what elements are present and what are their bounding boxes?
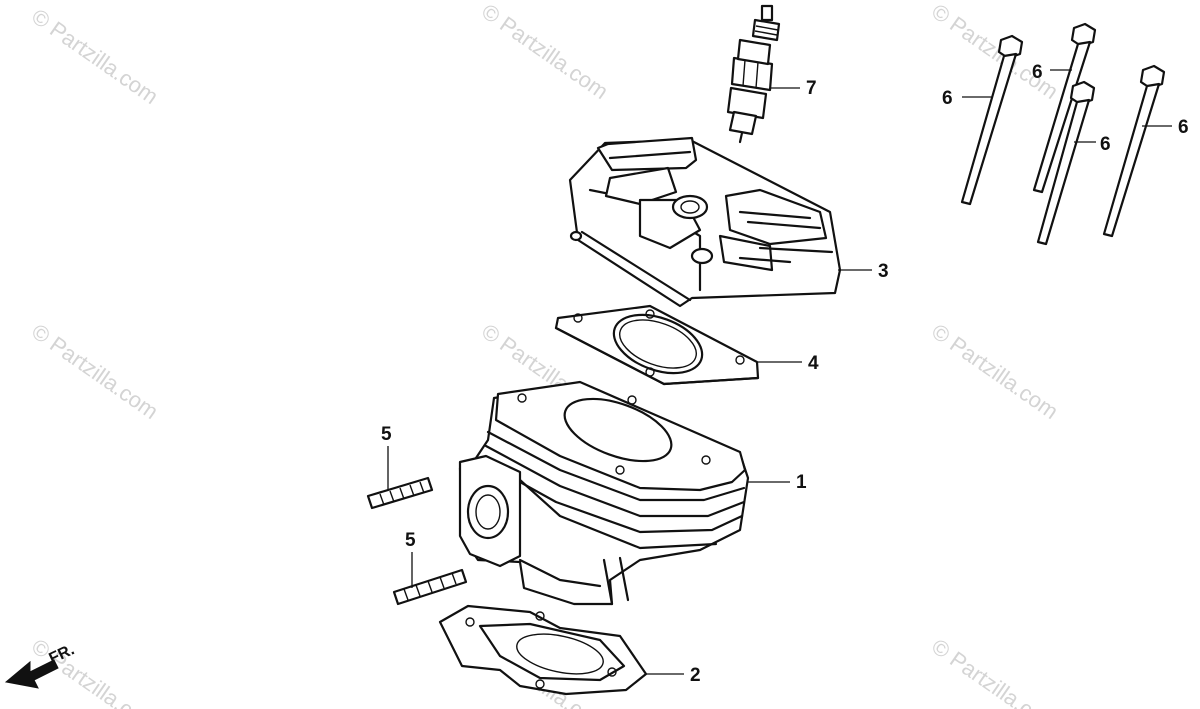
bolt-3[interactable] [1036,80,1096,246]
stud-upper[interactable] [366,476,434,510]
callout-2: 2 [690,665,701,686]
bolt-4[interactable] [1102,64,1166,238]
watermark: © Partzilla.com [927,634,1063,709]
callout-4: 4 [808,353,819,374]
watermark: © Partzilla.com [27,4,163,110]
callout-6-a: 6 [942,88,953,109]
callout-5-upper: 5 [381,424,392,445]
watermark: © Partzilla.com [477,0,613,104]
head-gasket[interactable] [554,304,760,386]
watermarks: © Partzilla.com © Partzilla.com © Partzi… [27,0,1063,709]
base-gasket[interactable] [438,604,648,696]
spark-plug[interactable] [726,4,781,144]
callout-6-d: 6 [1178,117,1189,138]
watermark: © Partzilla.com [927,319,1063,425]
bolt-1[interactable] [960,34,1024,206]
cylinder-head[interactable] [568,136,842,308]
callout-7: 7 [806,78,817,99]
callout-1: 1 [796,472,807,493]
watermark: © Partzilla.com [27,319,163,425]
callout-5-lower: 5 [405,530,416,551]
bolt-2[interactable] [1032,22,1097,194]
callout-6-b: 6 [1032,62,1043,83]
cylinder[interactable] [458,380,750,606]
callout-6-c: 6 [1100,134,1111,155]
callout-3: 3 [878,261,889,282]
stud-lower[interactable] [392,568,468,606]
